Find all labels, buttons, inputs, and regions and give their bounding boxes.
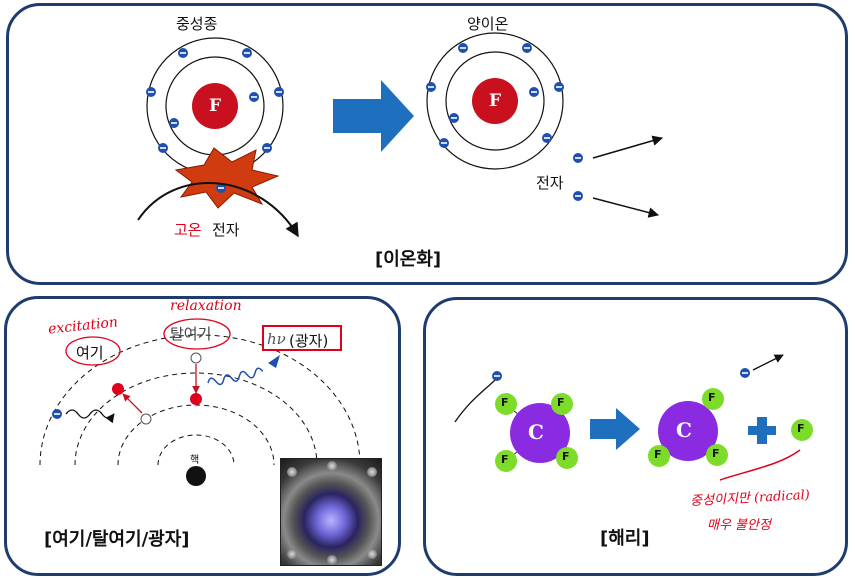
nucleus-core <box>186 466 206 486</box>
fluorine-label-3: F <box>501 453 509 466</box>
photon-box <box>262 325 342 351</box>
neutral-species-label: 중성종 <box>176 15 218 33</box>
deexcitation-label: 탈여기 <box>170 325 212 343</box>
fluorine-label-6: F <box>654 448 662 461</box>
radical-note-line2: 매우 불안정 <box>707 518 771 533</box>
fluorine-label-2: F <box>557 396 565 409</box>
photon-wave <box>207 367 264 386</box>
ionization-caption: [이온화] <box>375 249 442 270</box>
carbon-label: C <box>528 420 544 444</box>
fluorine-label-5: F <box>708 391 716 404</box>
neutral-atom <box>146 37 284 175</box>
ionization-arrow <box>333 80 414 152</box>
cf4-molecule <box>495 393 578 472</box>
nucleus-neutral <box>192 83 238 129</box>
relaxed-electron <box>190 393 202 405</box>
dissociation-caption: [해리] <box>600 528 650 549</box>
dissociation-panel <box>423 297 848 576</box>
cation-label: 양이온 <box>467 15 509 33</box>
cf3-radical <box>648 388 728 467</box>
excitation-label: 여기 <box>76 344 104 362</box>
cation-atom <box>426 32 564 170</box>
photon-label: (광자) <box>289 332 329 350</box>
f-radical <box>791 419 813 441</box>
carbon-radical-label: C <box>676 418 692 442</box>
plus-sign <box>748 417 776 444</box>
plasma-chamber-photo <box>280 458 382 566</box>
nucleus-label: 핵 <box>190 455 200 466</box>
nucleus-label-cation: F <box>489 91 502 111</box>
fluorine-label-4: F <box>562 450 570 463</box>
nucleus-cation <box>472 78 518 124</box>
hot-electron-label: 전자 <box>212 221 240 239</box>
excitation-caption: [여기/탈여기/광자] <box>44 529 190 550</box>
electron-label: 전자 <box>536 174 564 192</box>
hot-electron-path <box>137 181 299 238</box>
relaxation-note: relaxation <box>170 298 242 314</box>
ionization-panel <box>6 3 848 285</box>
fluorine-label-1: F <box>501 396 509 409</box>
hot-label: 고온 <box>174 221 202 239</box>
fluorine-radical-label: F <box>797 422 805 435</box>
fluorine-label-7: F <box>712 447 720 460</box>
dissociation-arrow <box>590 408 640 450</box>
nucleus-label-neutral: F <box>209 96 222 116</box>
photon-symbol: hν <box>267 330 286 348</box>
excited-electron <box>112 383 124 395</box>
